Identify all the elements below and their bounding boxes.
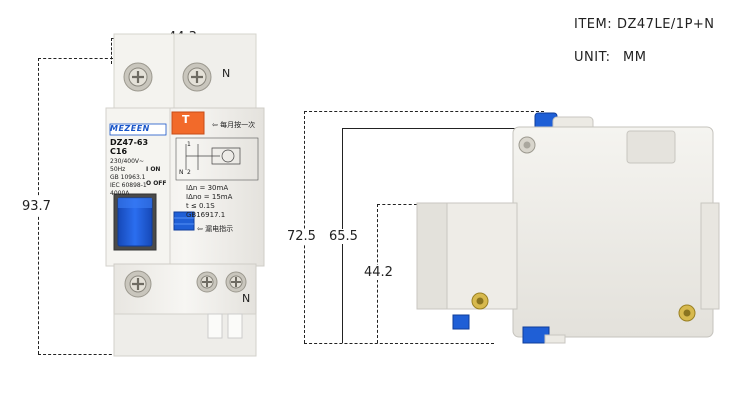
depth-front-label: 44.2 xyxy=(364,265,393,280)
diagram-2: 2 xyxy=(187,169,191,176)
width-dim-left xyxy=(111,38,112,64)
frequency-label: 50Hz xyxy=(110,166,126,173)
bottom-right-screw xyxy=(225,271,247,293)
breaking-label: 4000A xyxy=(110,190,130,197)
diagram-1: 1 xyxy=(187,141,191,148)
depth-front-top xyxy=(377,204,417,205)
test-button[interactable]: T xyxy=(182,113,190,126)
terminal-n-bottom: N xyxy=(242,292,251,305)
off-label: O OFF xyxy=(146,180,167,187)
unit-label: UNIT: xyxy=(574,50,611,65)
depth-total-top xyxy=(304,111,544,112)
on-label: I ON xyxy=(146,166,161,173)
front-view-device xyxy=(105,33,265,357)
depth-body-top xyxy=(342,128,522,129)
diagram-n: N xyxy=(179,169,184,176)
voltage-label: 230/400V~ xyxy=(110,158,145,165)
rating-label: C16 xyxy=(110,147,128,156)
terminal-n-top: N xyxy=(222,67,231,80)
height-dim-label: 93.7 xyxy=(22,197,51,216)
brand-label: MEZEEN xyxy=(110,124,150,133)
depth-total-label: 72.5 xyxy=(287,229,316,244)
height-dim-top xyxy=(38,58,113,59)
leak-indicator-label: ⇦ 漏电指示 xyxy=(197,225,234,233)
model-label: DZ47-63 xyxy=(110,138,149,147)
standard-1-label: GB 10963.1 xyxy=(110,174,146,181)
rcd-t-label: t ≤ 0.1S xyxy=(186,202,215,210)
item-value: DZ47LE/1P+N xyxy=(617,17,715,32)
on-off-handle[interactable] xyxy=(115,195,157,245)
unit-value: MM xyxy=(623,50,647,65)
test-hint: ⇦ 每月按一次 xyxy=(212,121,256,129)
top-left-screw xyxy=(123,62,153,92)
test-hint-text: 每月按一次 xyxy=(220,121,256,129)
bottom-mid-screw xyxy=(196,271,218,293)
standard-2-label: IEC 60898-1 xyxy=(110,182,147,189)
depth-body-label: 65.5 xyxy=(329,229,358,244)
leak-indicator-text: 漏电指示 xyxy=(205,225,234,233)
depth-total-line xyxy=(304,111,305,343)
side-view-device xyxy=(416,112,720,344)
top-right-screw xyxy=(182,62,212,92)
test-button-shape xyxy=(171,111,205,135)
rcd-in-label: IΔn = 30mA xyxy=(186,184,229,192)
item-label: ITEM: xyxy=(574,17,613,32)
rcd-std-label: GB16917.1 xyxy=(186,211,226,219)
bottom-left-screw xyxy=(124,270,152,298)
depth-total-bottom xyxy=(304,343,494,344)
rcd-ino-label: IΔno = 15mA xyxy=(186,193,233,201)
